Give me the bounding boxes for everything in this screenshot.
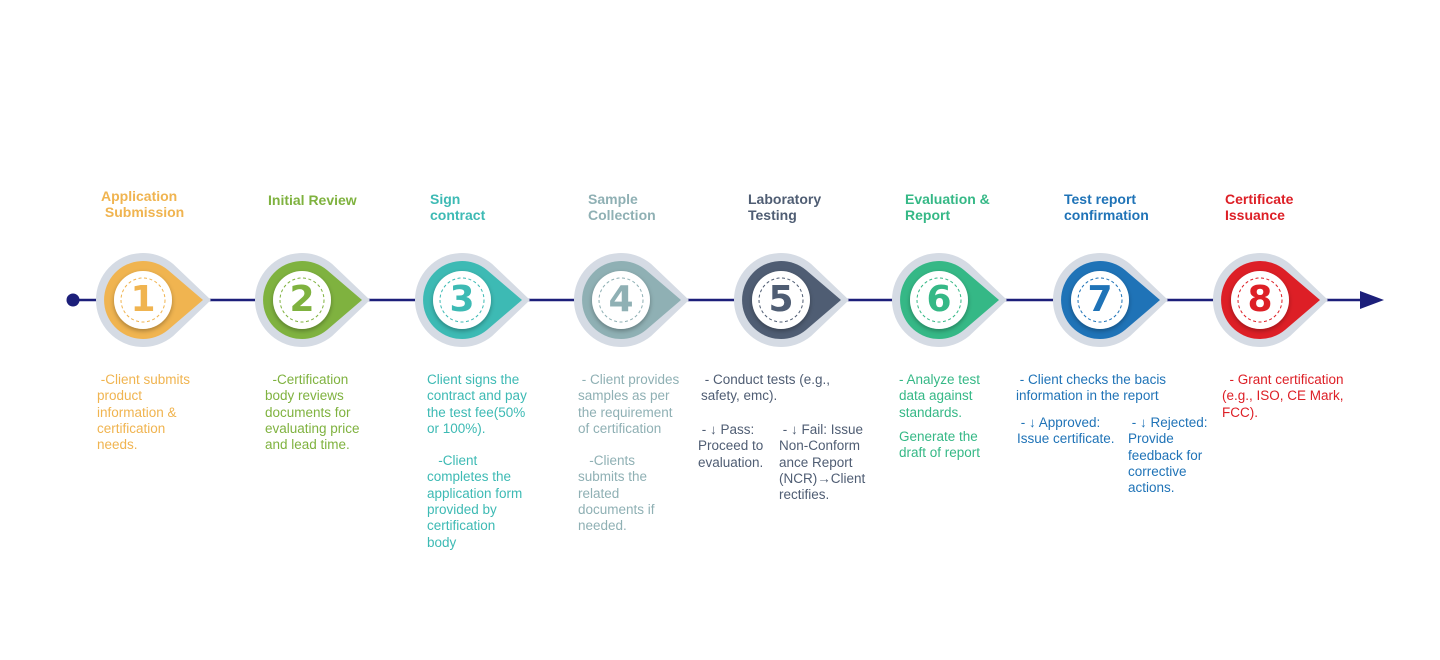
step-5-fail-text: - ↓ Fail: Issue Non-Conform ance Report … (779, 422, 866, 503)
step-6-title: Evaluation & Report (905, 191, 990, 223)
step-2-badge-ring (279, 277, 325, 323)
step-6-detail: - Analyze test data against standards. (899, 372, 981, 420)
step-5-branch-pass: - ↓ Pass: Proceed to evaluation. (698, 422, 763, 471)
step-4-title: Sample Collection (588, 191, 656, 223)
step-6-number: 6 (926, 279, 952, 320)
step-8-number: 8 (1247, 279, 1273, 320)
step-4-badge-ring (598, 277, 644, 323)
step-4-number: 4 (608, 279, 634, 320)
step-7-detail: - Client checks the bacis information in… (1016, 372, 1167, 404)
step-1-description: -Client submits product information & ce… (97, 372, 190, 453)
step-1-badge (114, 271, 172, 329)
step-4-badge (592, 271, 650, 329)
step-5-detail: - Conduct tests (e.g., safety, emc). (701, 372, 831, 404)
step-1-title: Application Submission (101, 188, 185, 220)
step-1-badge-ring (120, 277, 166, 323)
step-8-detail: - Grant certification (e.g., ISO, CE Mar… (1222, 372, 1344, 420)
step-7-approved-text: - ↓ Approved: Issue certificate. (1017, 415, 1115, 447)
step-4-description: - Client provides samples as per the req… (578, 372, 679, 535)
step-7-branch-approved: - ↓ Approved: Issue certificate. (1017, 415, 1115, 448)
step-5-description: - Conduct tests (e.g., safety, emc). (701, 372, 830, 405)
step-2-badge (273, 271, 331, 329)
step-8-title: Certificate Issuance (1225, 191, 1294, 223)
step-2-title: Initial Review (268, 192, 357, 208)
step-1-detail: -Client submits product information & ce… (97, 372, 191, 453)
step-5-number: 5 (768, 279, 794, 320)
step-7-title: Test report confirmation (1064, 191, 1149, 223)
step-7-branch-rejected: - ↓ Rejected: Provide feedback for corre… (1128, 415, 1208, 496)
step-3-badge (433, 271, 491, 329)
step-3-title: Sign contract (430, 191, 486, 223)
step-8-badge (1231, 271, 1289, 329)
timeline-arrowhead (1360, 291, 1384, 309)
step-3-badge-ring (439, 277, 485, 323)
step-6-badge-ring (916, 277, 962, 323)
step-3-detail: -Client completes the application form p… (427, 453, 523, 550)
step-6-badge (910, 271, 968, 329)
step-7-badge (1071, 271, 1129, 329)
step-1-number: 1 (130, 279, 156, 320)
step-5-title: Laboratory Testing (748, 191, 822, 223)
step-8-badge-ring (1237, 277, 1283, 323)
step-7-description: - Client checks the bacis information in… (1016, 372, 1166, 405)
step-3-detail: Client signs the contract and pay the te… (427, 372, 527, 436)
step-2-description: -Certification body reviews documents fo… (265, 372, 360, 453)
step-7-rejected-text: - ↓ Rejected: Provide feedback for corre… (1128, 415, 1208, 496)
step-2-detail: -Certification body reviews documents fo… (265, 372, 360, 453)
step-5-badge (752, 271, 810, 329)
step-8-description: - Grant certification (e.g., ISO, CE Mar… (1222, 372, 1344, 421)
step-5-badge-ring (758, 277, 804, 323)
step-6-detail: Generate the draft of report (899, 428, 981, 461)
step-4-detail: - Client provides samples as per the req… (578, 372, 680, 436)
step-5-pass-text: - ↓ Pass: Proceed to evaluation. (698, 422, 764, 470)
step-7-badge-ring (1077, 277, 1123, 323)
step-5-branch-fail: - ↓ Fail: Issue Non-Conform ance Report … (779, 422, 865, 503)
step-6-description: - Analyze test data against standards. G… (899, 372, 980, 461)
step-7-number: 7 (1087, 279, 1113, 320)
step-3-number: 3 (449, 279, 475, 320)
timeline-start-dot (66, 293, 80, 307)
step-3-description: Client signs the contract and pay the te… (427, 372, 527, 551)
step-4-detail: -Clients submits the related documents i… (578, 453, 655, 534)
step-2-number: 2 (289, 279, 315, 320)
